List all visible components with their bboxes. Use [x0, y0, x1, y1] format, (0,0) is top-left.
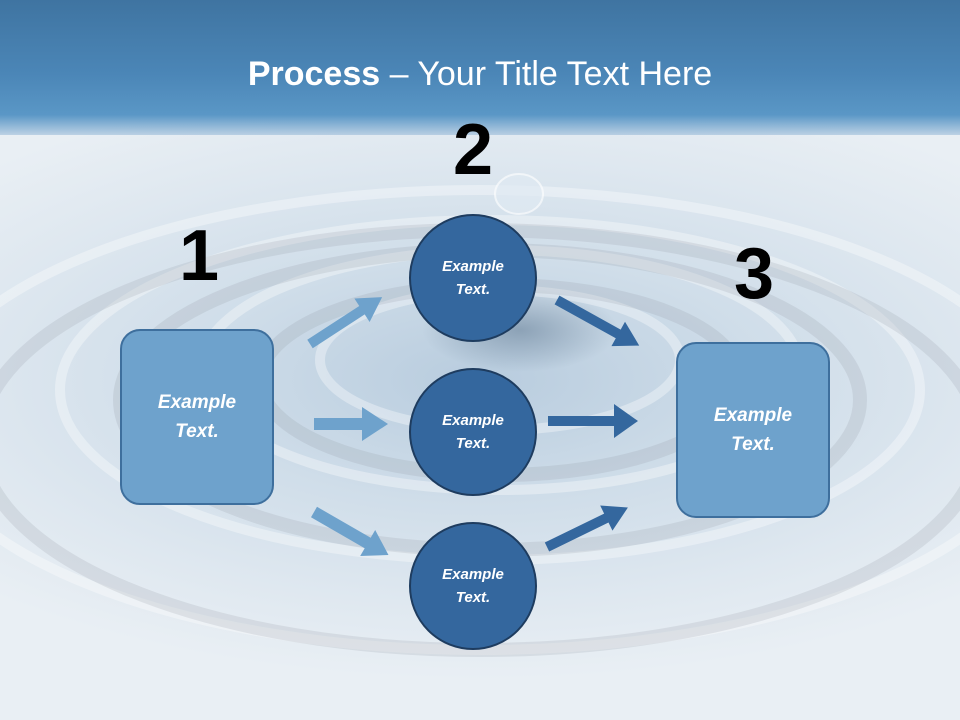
arrow-left-to-top: [307, 297, 383, 349]
water-drop: [494, 173, 544, 215]
arrow-left-to-middle: [314, 407, 388, 441]
step-number-2: 2: [452, 110, 494, 190]
header-band: [0, 0, 960, 135]
middle-circle-text: Example Text.: [442, 412, 504, 452]
step-number-3: 3: [733, 234, 775, 314]
arrow-left-to-bottom: [311, 506, 389, 556]
left-box-text: Example Text.: [157, 392, 237, 442]
arrow-bottom-to-right: [544, 505, 628, 552]
bottom-circle-text: Example Text.: [442, 566, 504, 606]
slide-title: Process – Your Title Text Here: [0, 52, 960, 96]
top-circle: Example Text.: [409, 214, 537, 342]
title-bold: Process: [247, 55, 381, 93]
bottom-circle: Example Text.: [409, 522, 537, 650]
arrow-top-to-right: [554, 295, 640, 347]
arrow-middle-to-right: [548, 404, 638, 438]
title-rest: – Your Title Text Here: [380, 55, 713, 93]
left-box: Example Text.: [120, 329, 274, 505]
right-box-text: Example Text.: [713, 405, 793, 455]
right-box: Example Text.: [676, 342, 830, 518]
step-number-1: 1: [178, 216, 220, 296]
top-circle-text: Example Text.: [442, 258, 504, 298]
middle-circle: Example Text.: [409, 368, 537, 496]
